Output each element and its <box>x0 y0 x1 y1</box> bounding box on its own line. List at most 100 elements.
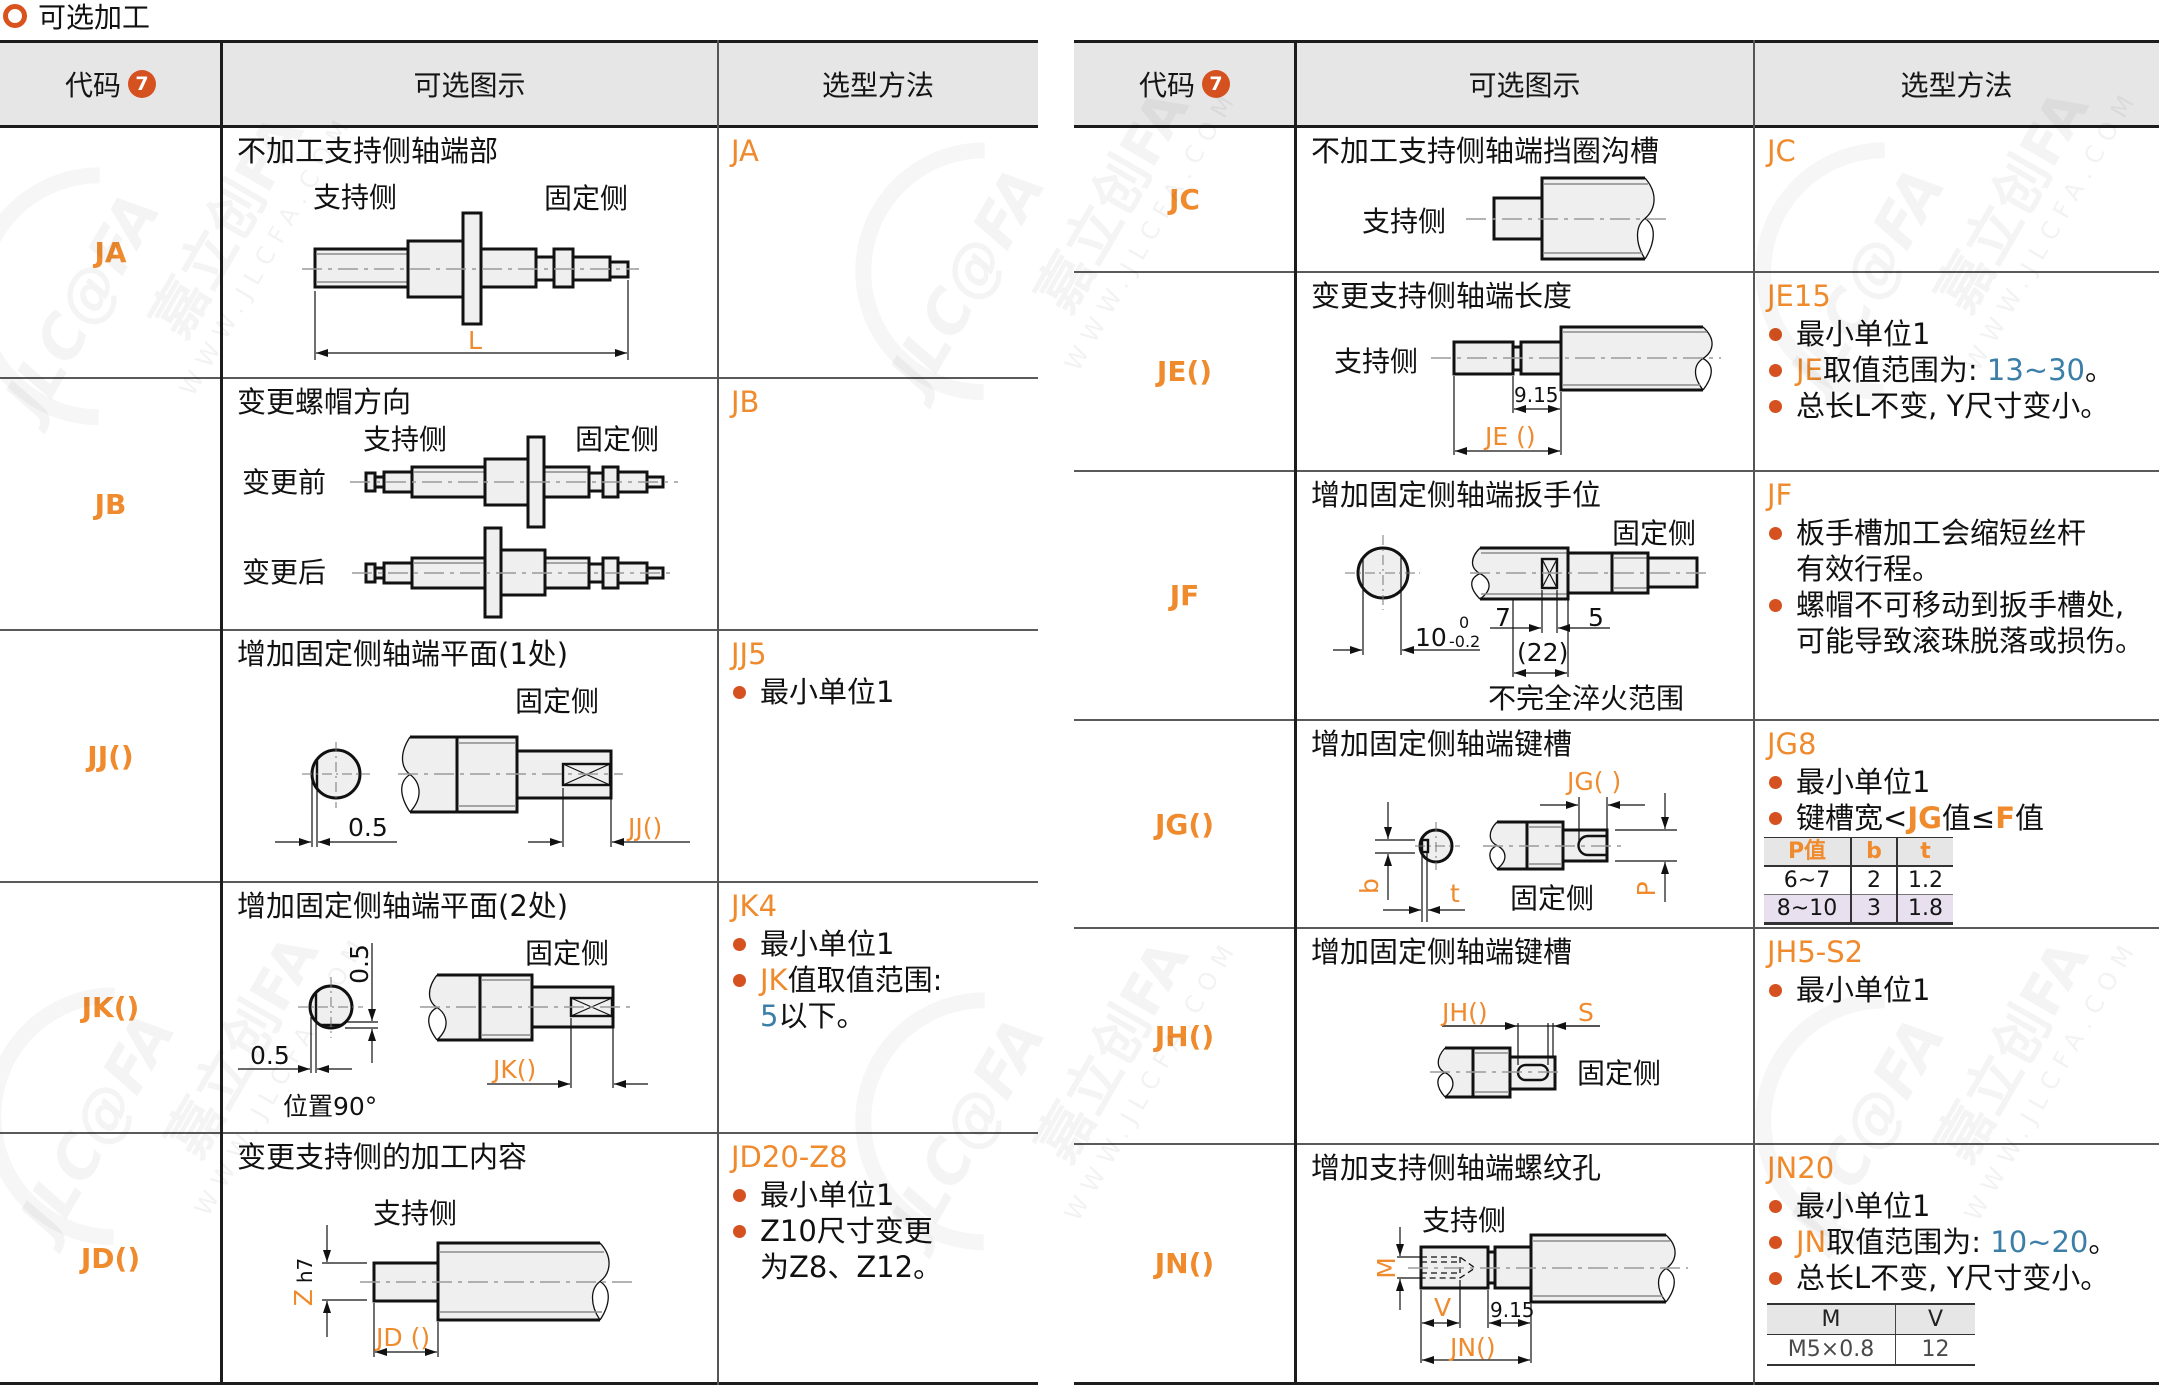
option-code: JD() <box>80 1241 141 1275</box>
method-code: JJ5 <box>731 637 767 671</box>
bullet-continuation: 有效行程。 <box>1767 551 2144 587</box>
step-number-badge: 7 <box>128 70 156 98</box>
method-text: Z10尺寸变更 <box>760 1214 933 1248</box>
bullet-icon <box>733 686 746 699</box>
bullet-item: JN取值范围为: 10~20。 <box>1767 1224 2117 1260</box>
option-title: 增加固定侧轴端扳手位 <box>1311 478 1602 512</box>
bullet-item: 键槽宽<JG值≤F值 <box>1767 800 2044 836</box>
column-divider <box>1753 40 1755 1385</box>
bullet-continuation: 可能导致滚珠脱落或损伤。 <box>1767 623 2144 659</box>
method-code: JB <box>731 385 760 419</box>
method-code: JD20-Z8 <box>731 1140 848 1174</box>
bullet-item: JK值取值范围: <box>731 962 942 998</box>
option-title: 变更支持侧轴端长度 <box>1311 279 1573 313</box>
method-text: JN <box>1796 1225 1827 1259</box>
spec-cell: 2 <box>1850 866 1897 895</box>
selection-method: JC <box>1767 133 1796 171</box>
bullet-item: 板手槽加工会缩短丝杆 <box>1767 515 2144 551</box>
header-code-label: 代码 <box>1138 69 1195 102</box>
option-title: 增加支持侧轴端螺纹孔 <box>1311 1151 1602 1185</box>
bullet-icon <box>1769 599 1782 612</box>
step-number-badge: 7 <box>1202 70 1230 98</box>
method-text: 值 <box>2015 801 2045 835</box>
header-code-label: 代码 <box>64 69 121 102</box>
bullet-item: 最小单位1 <box>731 1177 942 1213</box>
method-text: 最小单位1 <box>1796 317 1931 351</box>
header-method-label: 选型方法 <box>1900 69 2013 102</box>
option-title: 增加固定侧轴端平面(2处) <box>237 889 569 923</box>
option-title: 增加固定侧轴端键槽 <box>1311 727 1573 761</box>
method-text: 螺帽不可移动到扳手槽处, <box>1796 588 2125 622</box>
header-diagram-label: 可选图示 <box>413 69 526 102</box>
bullet-item: Z10尺寸变更 <box>731 1213 942 1249</box>
option-code: JE() <box>1156 355 1213 388</box>
bullet-item: 螺帽不可移动到扳手槽处, <box>1767 587 2144 623</box>
bullet-icon <box>1769 328 1782 341</box>
bullet-icon <box>1769 527 1782 540</box>
bullet-item: 最小单位1 <box>731 674 894 710</box>
method-text: 取值范围为: <box>1822 353 1987 387</box>
method-text: JK <box>760 963 788 997</box>
option-title: 增加固定侧轴端键槽 <box>1311 935 1573 969</box>
row-divider <box>0 377 1038 379</box>
bullet-icon <box>1769 776 1782 789</box>
option-code: JH() <box>1154 1019 1215 1053</box>
method-text: 取值范围为: <box>1826 1225 1991 1259</box>
method-code: JF <box>1767 478 1793 512</box>
spec-cell: 6~7 <box>1764 866 1851 895</box>
row-divider <box>1074 470 2159 472</box>
method-text: 值≤ <box>1941 801 1996 835</box>
method-code: JH5-S2 <box>1767 935 1864 969</box>
method-text: 。 <box>2085 353 2115 387</box>
bullet-item: 最小单位1 <box>1767 1188 2117 1224</box>
method-text: 键槽宽< <box>1796 801 1908 835</box>
selection-method: JH5-S2 最小单位1 <box>1767 934 1930 1008</box>
bullet-icon <box>1769 364 1782 377</box>
method-text: 总长L不变, Y尺寸变小。 <box>1796 1261 2110 1295</box>
method-text: 为Z8、Z12。 <box>760 1250 943 1284</box>
method-text: 最小单位1 <box>1796 973 1931 1007</box>
method-text: JG <box>1907 801 1942 835</box>
spec-cell: 1.8 <box>1896 894 1953 925</box>
bullet-item: 总长L不变, Y尺寸变小。 <box>1767 388 2114 424</box>
row-divider <box>0 1132 1038 1134</box>
column-divider <box>1294 40 1297 1385</box>
method-text: 以下。 <box>778 999 866 1033</box>
option-code: JN() <box>1154 1247 1215 1280</box>
header-bottom-border <box>0 125 1038 128</box>
spec-cell: 1.2 <box>1896 866 1953 895</box>
row-divider <box>1074 1143 2159 1145</box>
method-text: 5 <box>760 999 779 1033</box>
header-bottom-border <box>1074 125 2159 128</box>
spec-header-cell: t <box>1896 837 1953 867</box>
method-text: F <box>1995 801 2016 835</box>
method-code: JC <box>1767 134 1796 168</box>
row-divider <box>1074 927 2159 929</box>
method-code: JG8 <box>1767 727 1817 761</box>
section-title: 可选加工 <box>3 0 150 34</box>
method-text: 板手槽加工会缩短丝杆 <box>1796 516 2087 550</box>
bullet-icon <box>1769 812 1782 825</box>
bullet-icon <box>733 974 746 987</box>
method-text: 13~30 <box>1986 353 2085 387</box>
option-title: 变更支持侧的加工内容 <box>237 1140 528 1174</box>
bullet-icon <box>1769 984 1782 997</box>
method-text: 有效行程。 <box>1796 552 1942 586</box>
header-diagram-cell: 可选图示 <box>1295 42 1754 126</box>
method-text: 可能导致滚珠脱落或损伤。 <box>1796 624 2145 658</box>
table-bottom-border <box>1074 1382 2159 1385</box>
bullet-continuation: 为Z8、Z12。 <box>731 1249 942 1285</box>
bullet-item: 最小单位1 <box>1767 764 2044 800</box>
method-text: 最小单位1 <box>1796 765 1931 799</box>
selection-method: JB <box>731 384 759 422</box>
